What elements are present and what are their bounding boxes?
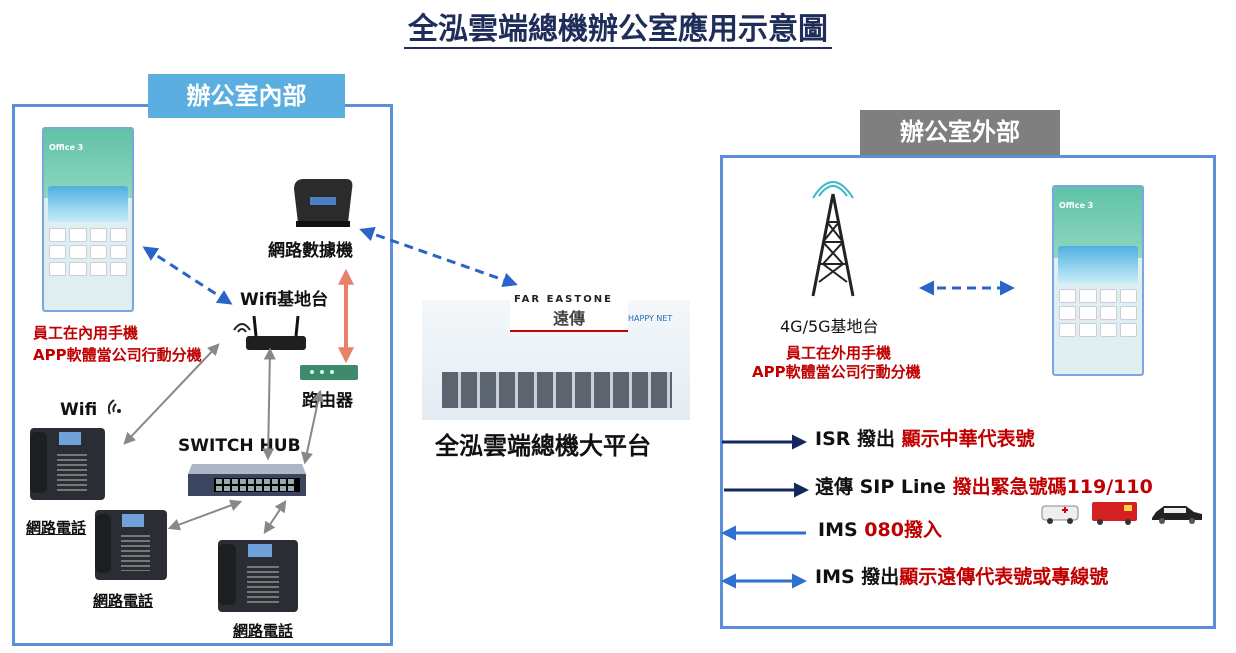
inside-phone-note-2: APP軟體當公司行動分機 (33, 346, 202, 364)
mobile-app-screenshot: Office 3 (42, 127, 134, 312)
route-sip-line: 遠傳 SIP Line 撥出緊急號碼119/110 (815, 476, 1153, 498)
wifi-label: Wifi (60, 400, 98, 420)
wifi-signal-icon (108, 399, 121, 415)
route-ims-inbound: IMS 080撥入 (818, 519, 942, 541)
page-title: 全泓雲端總機辦公室應用示意圖 (0, 4, 1236, 49)
route-ims-outbound: IMS 撥出顯示遠傳代表號或專線號 (815, 566, 1109, 588)
modem-label: 網路數據機 (268, 241, 353, 261)
outside-phone-note-2: APP軟體當公司行動分機 (752, 363, 921, 381)
inside-phone-note-1: 員工在內用手機 (33, 324, 139, 342)
outside-office-tag: 辦公室外部 (860, 110, 1060, 155)
switch-hub-icon (188, 464, 306, 496)
ip-phone-label: 網路電話 (93, 592, 154, 610)
platform-label: 全泓雲端總機大平台 (435, 432, 651, 460)
cell-tower-icon (811, 181, 855, 297)
servers-icon (442, 372, 672, 408)
ip-phone-icon (95, 510, 167, 580)
wifi-ap-label: Wifi基地台 (240, 290, 329, 310)
ip-phone-icon (218, 540, 298, 612)
router-icon (300, 365, 358, 380)
route-isr: ISR 撥出 顯示中華代表號 (815, 428, 1035, 450)
tower-label: 4G/5G基地台 (780, 317, 879, 336)
router-label: 路由器 (302, 391, 353, 411)
outside-office-box (720, 155, 1216, 629)
mobile-app-screenshot: Office 3 (1052, 185, 1144, 376)
ip-phone-label: 網路電話 (233, 622, 294, 640)
cloud-platform-image: FAR EASTONE 遠傳 HAPPY NET (422, 294, 690, 420)
ip-phone-label: 網路電話 (26, 519, 87, 537)
happynet-logo: HAPPY NET (628, 314, 673, 323)
modem-icon (294, 179, 353, 227)
emergency-vehicles-icon (1041, 502, 1202, 525)
fareastone-logo: FAR EASTONE 遠傳 (510, 294, 628, 332)
outside-phone-note-1: 員工在外用手機 (786, 344, 892, 362)
inside-office-tag: 辦公室內部 (148, 74, 345, 118)
wifi-router-icon (233, 315, 306, 350)
switch-hub-label: SWITCH HUB (178, 436, 301, 456)
ip-phone-icon (30, 428, 105, 500)
